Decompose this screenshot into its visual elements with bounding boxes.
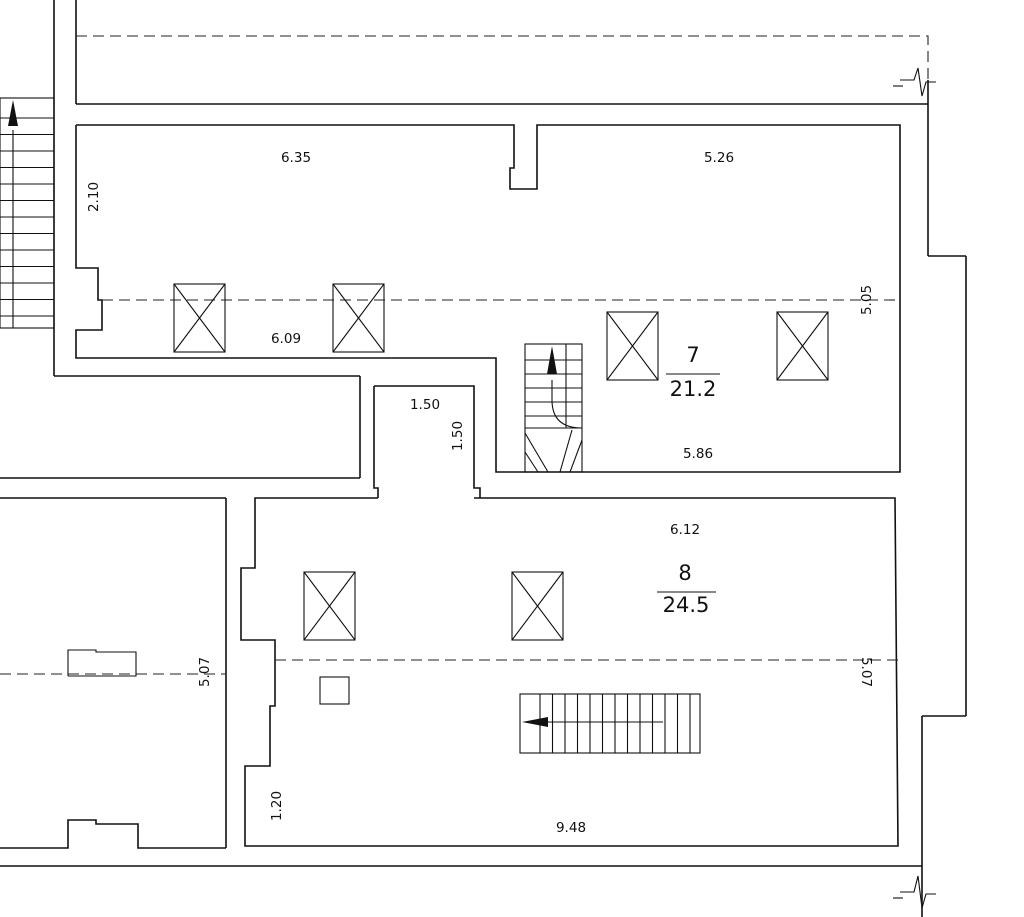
skylight-icon	[511, 571, 564, 641]
winder-stair	[524, 343, 583, 473]
dimension-label: 5.07	[197, 657, 213, 687]
dimension-label: 5.86	[683, 446, 713, 462]
room-7-walls	[75, 124, 901, 473]
dimension-label: 6.09	[271, 331, 301, 347]
skylight-icon	[776, 311, 829, 381]
break-symbol-bottom	[893, 875, 936, 909]
room-area: 21.2	[670, 377, 717, 401]
outer-walls	[0, 0, 967, 917]
dimension-label: 5.07	[858, 657, 874, 687]
dimension-label: 5.26	[704, 150, 734, 166]
up-arrow-icon	[547, 346, 557, 374]
skylight-icon	[303, 571, 356, 641]
skylight-icon	[606, 311, 659, 381]
room-7-label: 7 21.2	[666, 343, 720, 401]
dimension-label: 1.50	[410, 397, 440, 413]
dimension-label: 5.05	[859, 285, 875, 315]
room-8-label: 8 24.5	[657, 561, 716, 617]
room-8-walls	[240, 497, 899, 847]
left-stair	[0, 97, 55, 329]
room-number: 7	[686, 343, 699, 367]
top-dashed-line	[76, 35, 929, 80]
break-symbol-top	[893, 67, 936, 97]
room-area: 24.5	[663, 593, 710, 617]
dimension-label: 1.20	[269, 791, 285, 821]
passage-walls	[373, 385, 481, 498]
chimney-outline	[67, 649, 137, 677]
left-room-walls	[0, 498, 227, 849]
room-8-stair	[519, 693, 701, 754]
dimension-label: 6.12	[670, 522, 700, 538]
left-arrow-icon	[522, 717, 548, 727]
skylight-icon	[332, 283, 385, 353]
dimension-label: 9.48	[556, 820, 586, 836]
shaft-square	[319, 676, 350, 705]
dimension-label: 2.10	[86, 182, 102, 212]
dimension-label: 1.50	[450, 421, 466, 451]
up-arrow-icon	[8, 100, 18, 126]
skylight-icon	[173, 283, 226, 353]
dimension-label: 6.35	[281, 150, 311, 166]
room-number: 8	[678, 561, 691, 585]
